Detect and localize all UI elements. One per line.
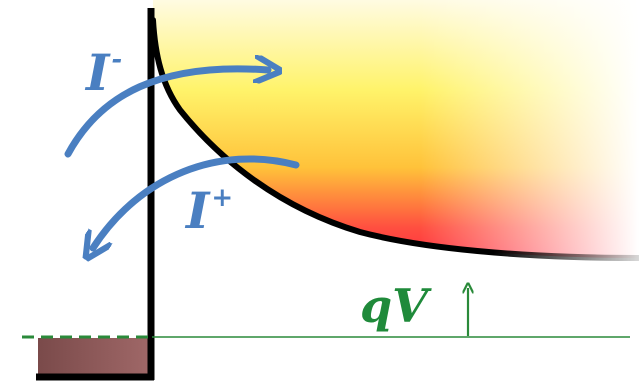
current-plus-arrow xyxy=(93,155,300,248)
current-plus-label: I+ xyxy=(184,181,233,240)
current-minus-label: I- xyxy=(84,43,122,102)
current-minus-arrow xyxy=(64,69,268,158)
hot-region-fade xyxy=(153,0,639,262)
energy-shift-label: qV xyxy=(360,279,432,333)
barrier-curve xyxy=(150,17,639,261)
metal-block xyxy=(38,338,152,378)
